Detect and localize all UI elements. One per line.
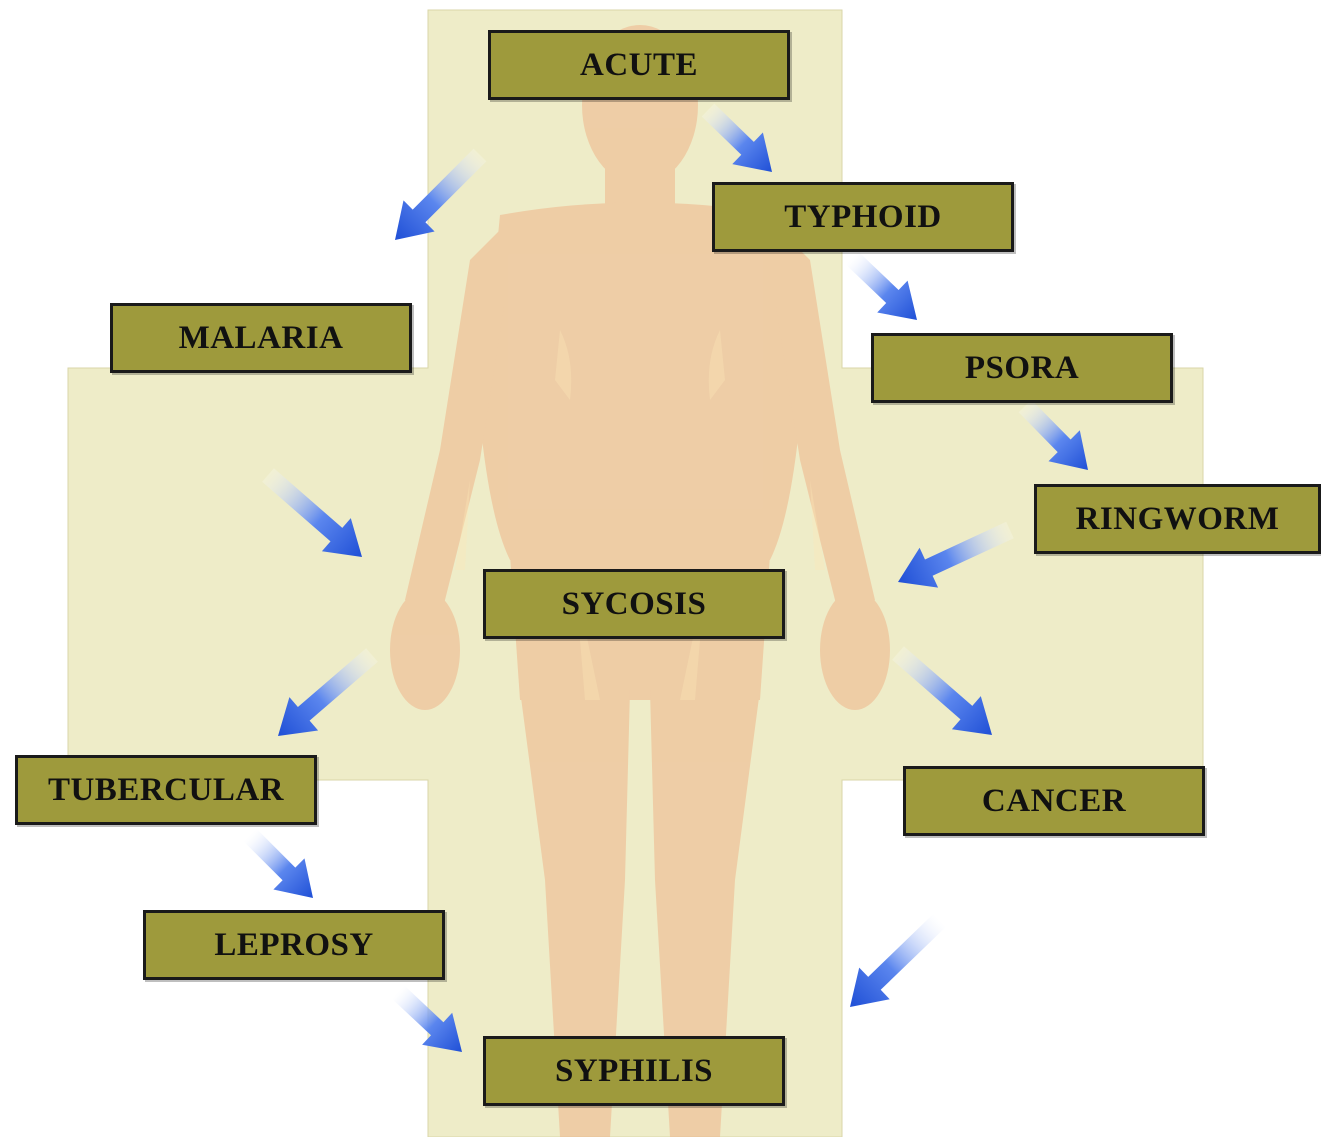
node-cancer: CANCER	[903, 766, 1205, 836]
node-typhoid: TYPHOID	[712, 182, 1014, 252]
node-psora: PSORA	[871, 333, 1173, 403]
node-acute: ACUTE	[488, 30, 790, 100]
node-leprosy: LEPROSY	[143, 910, 445, 980]
node-malaria: MALARIA	[110, 303, 412, 373]
node-syphilis: SYPHILIS	[483, 1036, 785, 1106]
node-sycosis: SYCOSIS	[483, 569, 785, 639]
node-ringworm: RINGWORM	[1034, 484, 1321, 554]
node-tubercular: TUBERCULAR	[15, 755, 317, 825]
